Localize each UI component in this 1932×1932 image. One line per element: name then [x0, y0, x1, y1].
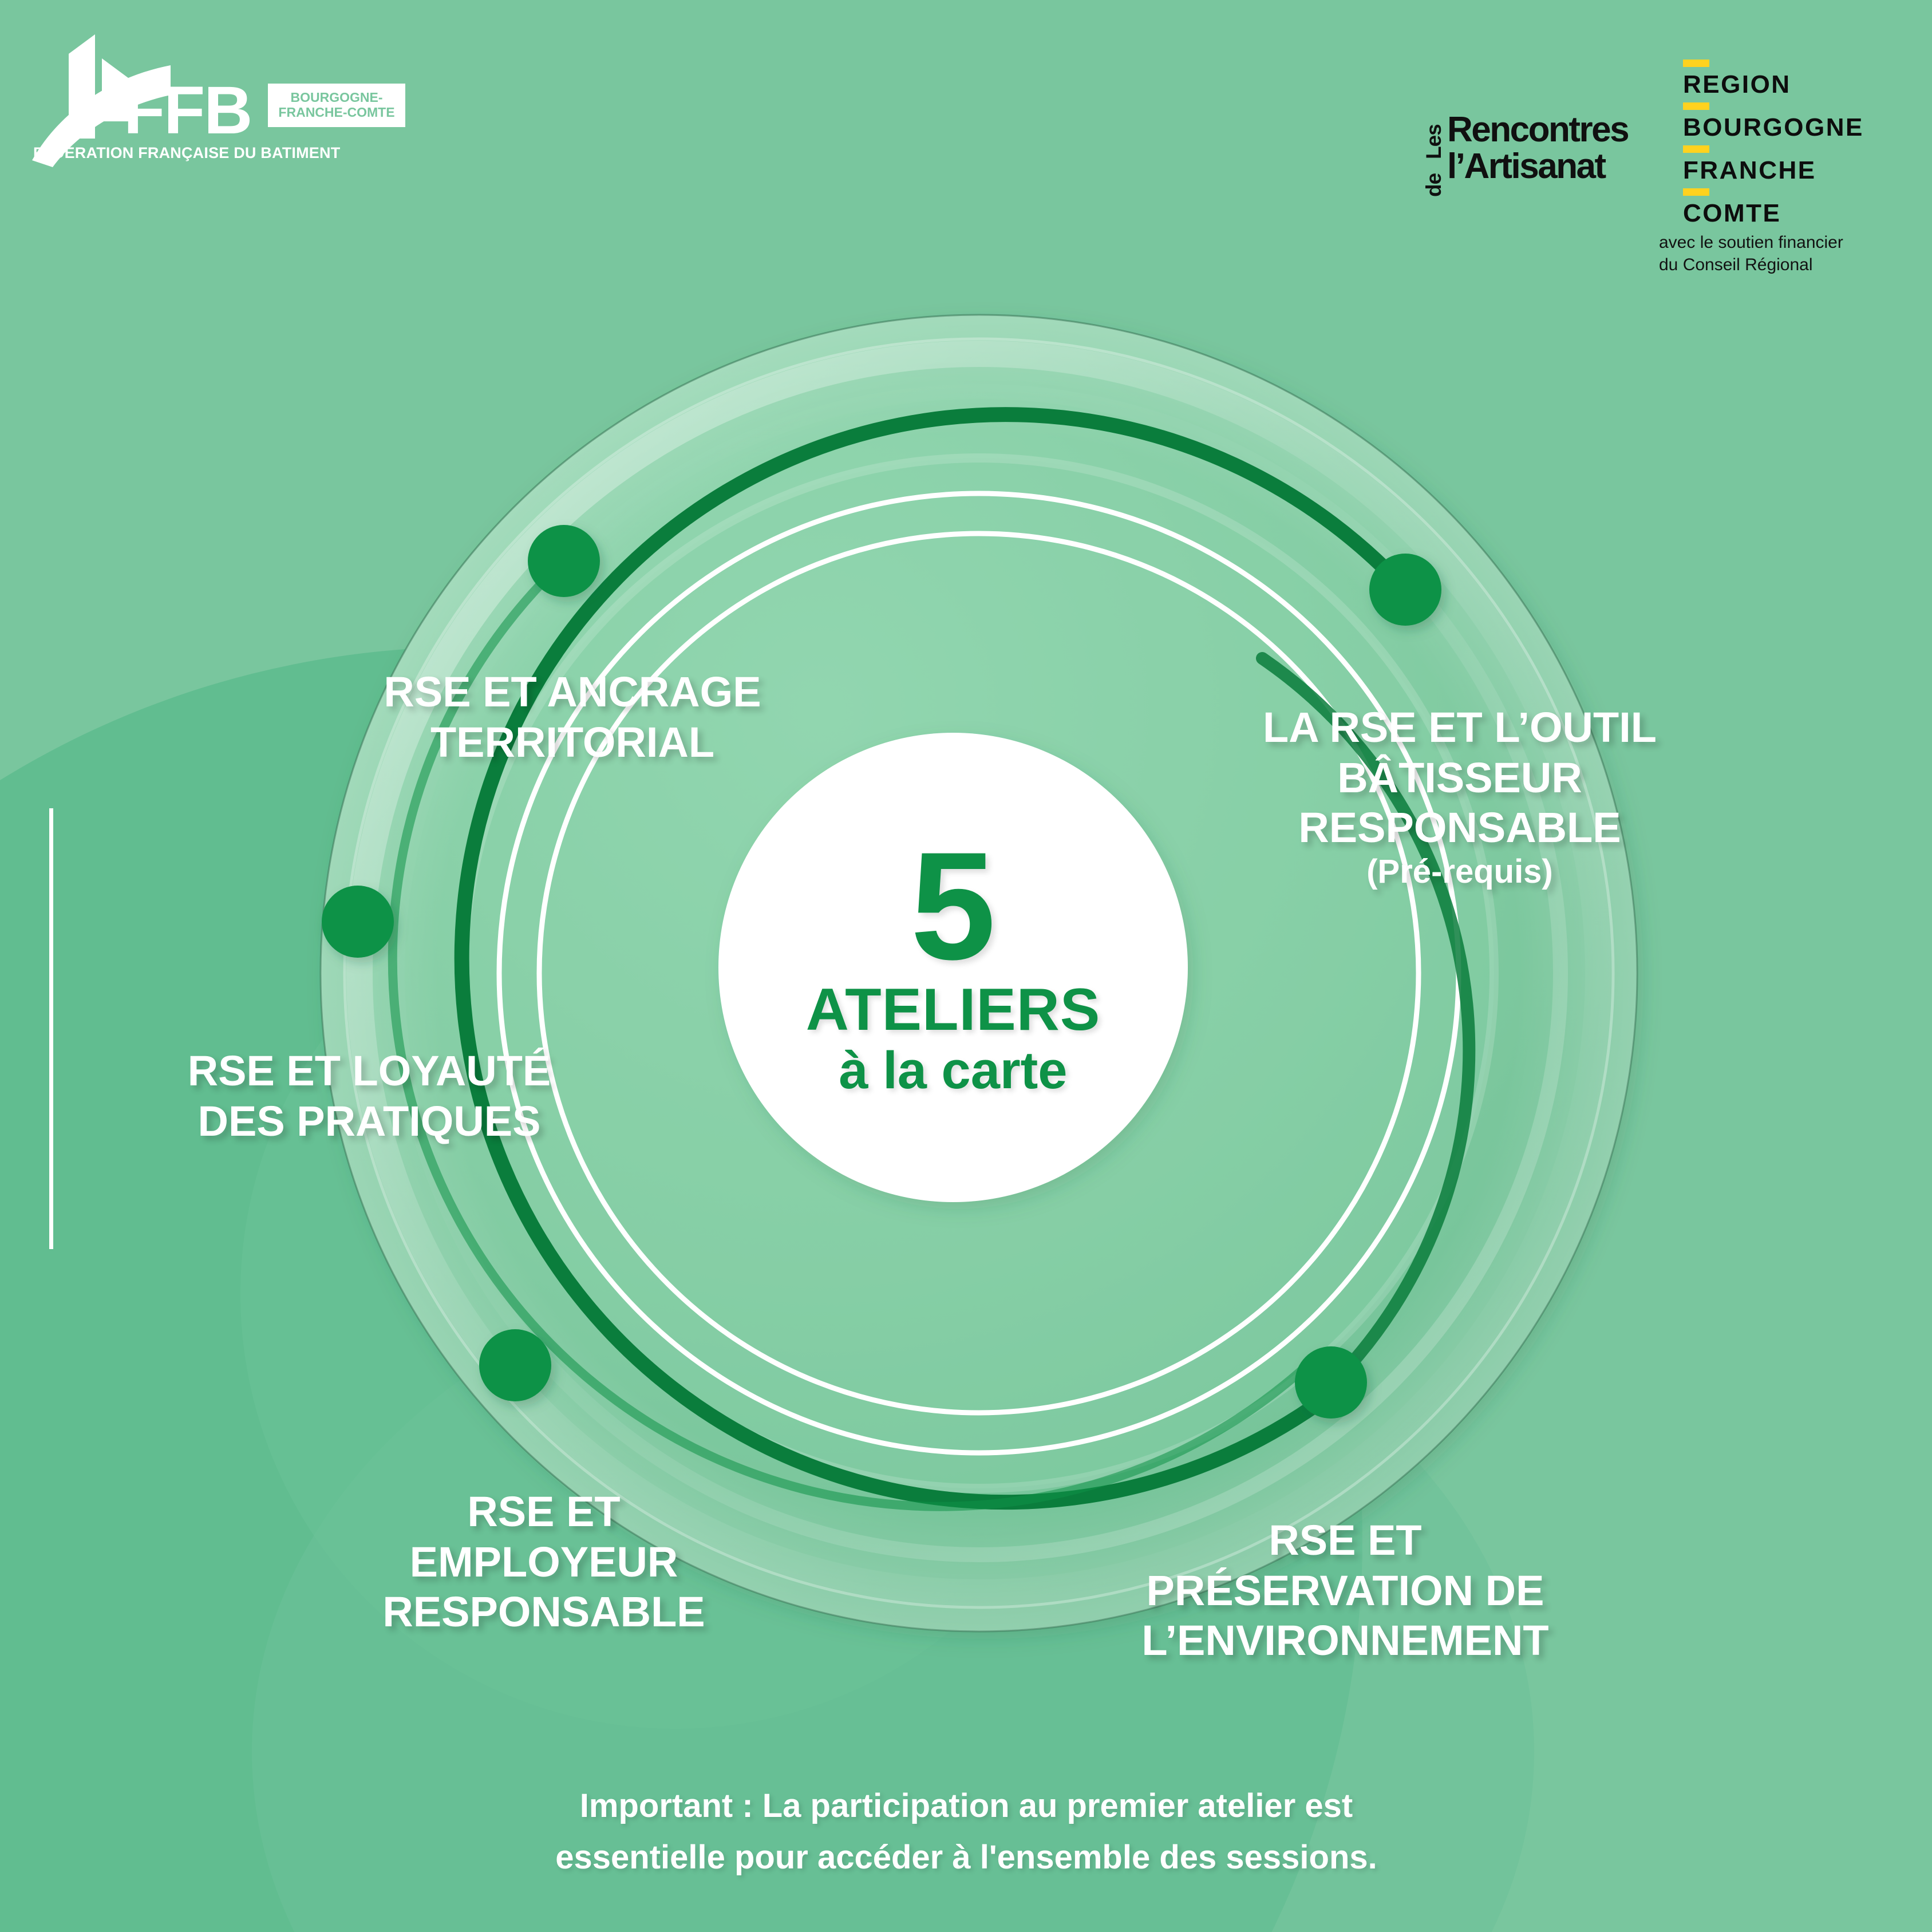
region-line-3: COMTE: [1683, 199, 1781, 227]
orbit-node-ancrage-territorial: [528, 525, 600, 597]
artisanat-word: l’Artisanat: [1447, 147, 1606, 186]
ffb-tagline: FEDERATION FRANÇAISE DU BATIMENT: [33, 144, 341, 161]
workshop-count: 5: [910, 820, 996, 992]
workshop-label-text-4: RSE ET PRÉSERVATION DE L’ENVIRONNEMENT: [1141, 1516, 1549, 1664]
important-note: Important : La participation au premier …: [394, 1780, 1539, 1883]
orbit-node-outil-batisseur: [1369, 554, 1441, 626]
yellow-dash-icon-3: [1683, 188, 1709, 196]
rencontres-word: Rencontres: [1447, 110, 1630, 149]
rencontres-artisanat-logo: Les de Rencontres l’Artisanat: [1422, 106, 1644, 197]
workshop-label-text-1: LA RSE ET L’OUTIL BÂTISSEUR RESPONSABLE: [1263, 704, 1657, 851]
workshop-note-1: (Pré-requis): [1366, 853, 1553, 891]
yellow-dash-icon-2: [1683, 145, 1709, 153]
ffb-region-badge: BOURGOGNE- FRANCHE-COMTE: [268, 84, 405, 127]
orbit-node-employeur-responsable: [479, 1329, 551, 1401]
workshop-label-preservation-environnement[interactable]: RSE ET PRÉSERVATION DE L’ENVIRONNEMENT: [1111, 1465, 1580, 1665]
workshop-label-text-0: RSE ET ANCRAGE TERRITORIAL: [384, 668, 761, 766]
region-support-line-2: du Conseil Régional: [1659, 255, 1813, 274]
workshop-label-outil-batisseur[interactable]: LA RSE ET L’OUTIL BÂTISSEUR RESPONSABLE …: [1242, 653, 1677, 941]
left-vertical-rule: [49, 808, 53, 1249]
ffb-region-line-1: BOURGOGNE-: [290, 90, 383, 105]
region-support-line-1: avec le soutien financier: [1659, 233, 1843, 252]
region-line-2: FRANCHE: [1683, 156, 1816, 184]
orbit-path-outer: [454, 407, 1413, 1510]
rencontres-les: Les: [1422, 124, 1445, 159]
workshop-label-loyaute-pratiques[interactable]: RSE ET LOYAUTÉ DES PRATIQUES: [163, 996, 575, 1146]
orbit-node-preservation-environnement: [1295, 1346, 1367, 1419]
center-title: ATELIERS: [805, 976, 1101, 1043]
center-circle: [718, 733, 1188, 1202]
workshop-label-ancrage-territorial[interactable]: RSE ET ANCRAGE TERRITORIAL: [355, 617, 790, 767]
important-note-line-2: essentielle pour accéder à l'ensemble de…: [555, 1838, 1377, 1876]
ffb-logo: FFB FEDERATION FRANÇAISE DU BATIMENT BOU…: [21, 24, 405, 167]
orbit-node-loyaute-pratiques: [322, 886, 394, 958]
workshop-label-text-2: RSE ET LOYAUTÉ DES PRATIQUES: [187, 1047, 551, 1145]
disc-hairline-ring: [343, 337, 1615, 1609]
ffb-wordmark: FFB: [124, 73, 252, 148]
yellow-dash-icon-1: [1683, 102, 1709, 110]
orbit-nodes: [322, 525, 1441, 1419]
ffb-region-line-2: FRANCHE-COMTE: [278, 105, 395, 120]
region-support-note: avec le soutien financier du Conseil Rég…: [1659, 231, 1899, 276]
important-note-line-1: Important : La participation au premier …: [579, 1787, 1353, 1824]
workshop-label-text-3: RSE ET EMPLOYEUR RESPONSABLE: [382, 1488, 705, 1635]
region-line-1: BOURGOGNE: [1683, 113, 1864, 141]
yellow-dash-icon-0: [1683, 60, 1709, 67]
workshop-label-employeur-responsable[interactable]: RSE ET EMPLOYEUR RESPONSABLE: [343, 1437, 744, 1637]
white-ring-inner: [536, 531, 1421, 1416]
orbit-path-tail: [1256, 652, 1476, 1389]
center-callout: 5 ATELIERS à la carte: [724, 750, 1182, 1185]
center-subtitle: à la carte: [839, 1041, 1068, 1100]
rencontres-de: de: [1422, 173, 1445, 197]
region-bfc-logo: REGION BOURGOGNE FRANCHE COMTE: [1683, 54, 1864, 226]
region-line-0: REGION: [1683, 70, 1791, 98]
orbit-path-inner: [388, 556, 1321, 1511]
disc-outline: [319, 314, 1638, 1633]
ffb-building-swoosh-icon: [32, 34, 171, 167]
